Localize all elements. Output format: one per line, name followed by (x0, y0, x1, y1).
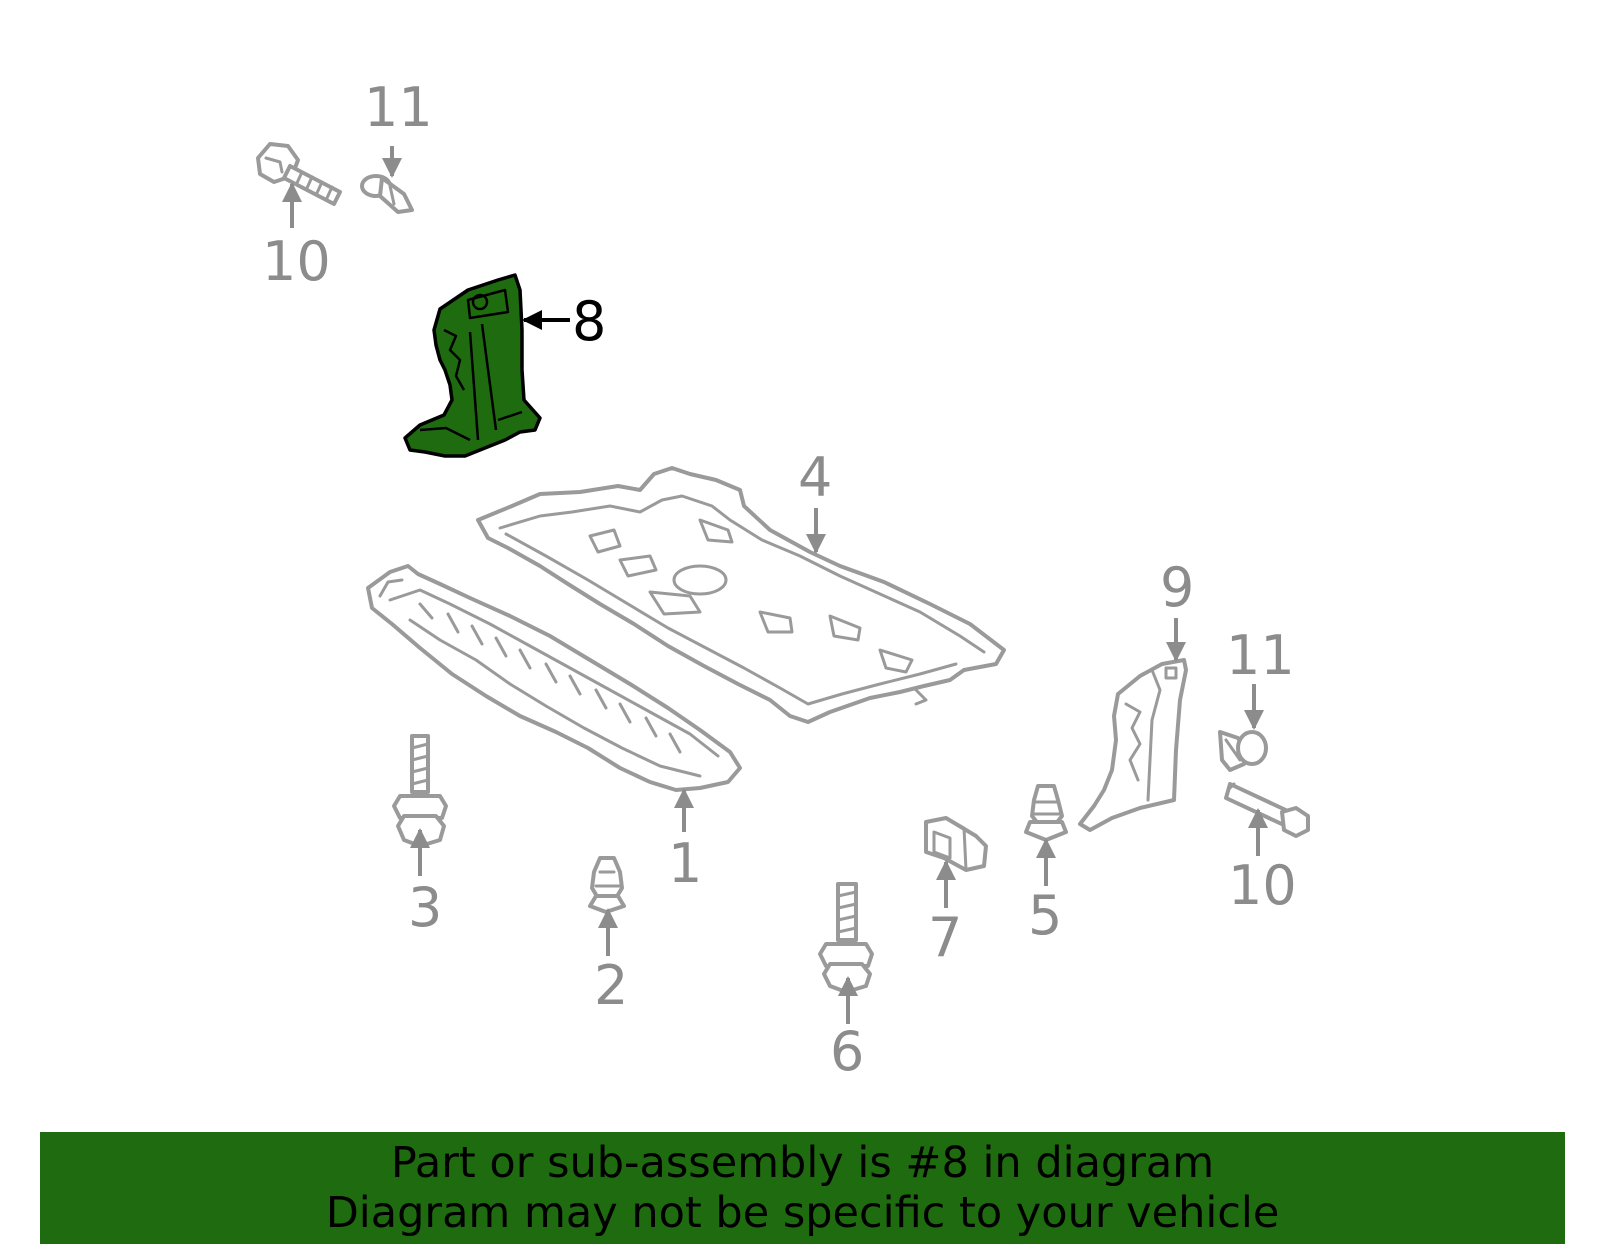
callout-9: 9 (1160, 556, 1194, 619)
callout-6: 6 (830, 1020, 864, 1083)
callout-11-right: 11 (1226, 624, 1295, 687)
part-11-clip-right[interactable] (1218, 730, 1268, 772)
banner-line-2: Diagram may not be specific to your vehi… (325, 1188, 1280, 1238)
callout-5: 5 (1028, 884, 1062, 947)
callout-4: 4 (798, 446, 832, 509)
part-1-deflector[interactable] (366, 564, 742, 792)
callout-7: 7 (928, 906, 962, 969)
part-10-bolt-right[interactable] (1224, 782, 1310, 838)
part-3-stud[interactable] (392, 734, 448, 848)
banner-line-1: Part or sub-assembly is #8 in diagram (390, 1138, 1215, 1188)
part-2-clip[interactable] (588, 856, 626, 914)
part-6-stud[interactable] (818, 882, 874, 994)
part-8-bracket[interactable] (403, 273, 542, 458)
callout-10-top: 10 (262, 230, 331, 293)
part-9-side-bracket[interactable] (1078, 658, 1188, 832)
part-5-clip[interactable] (1024, 784, 1068, 842)
callout-8: 8 (572, 290, 606, 353)
callout-2: 2 (594, 954, 628, 1017)
part-11-clip-top[interactable] (360, 174, 414, 214)
callout-10-right: 10 (1228, 854, 1297, 917)
part-4-under-cover[interactable] (476, 466, 1006, 724)
info-banner: Part or sub-assembly is #8 in diagram Di… (40, 1132, 1565, 1244)
callout-3: 3 (408, 876, 442, 939)
callout-11-top: 11 (364, 76, 433, 139)
part-7-clip[interactable] (924, 816, 988, 872)
callout-1: 1 (668, 832, 702, 895)
part-10-bolt-top[interactable] (256, 142, 342, 206)
